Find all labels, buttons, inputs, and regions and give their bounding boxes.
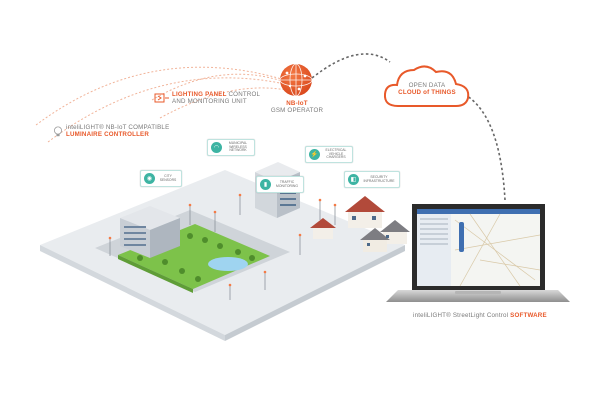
link-to-cloud <box>311 53 391 79</box>
software-caption-prefix: inteliLIGHT® StreetLight Control <box>413 312 511 319</box>
cloud-label: OPEN DATA CLOUD of THINGS <box>386 82 468 96</box>
cloud-label-line2: CLOUD of THINGS <box>398 89 456 97</box>
cloud-label-line1: OPEN DATA <box>408 82 446 89</box>
callout-ev: ⚡ ELECTRICAL VEHICLE CHARGERS <box>305 146 353 163</box>
laptop <box>386 204 570 302</box>
nbiot-subtitle: GSM OPERATOR <box>270 107 324 115</box>
wifi-icon: ◠ <box>211 142 222 153</box>
signal-arcs <box>35 66 287 143</box>
callout-security-text: SECURITY INFRASTRUCTURE <box>363 174 395 183</box>
globe-network-icon <box>279 63 313 97</box>
residential-houses <box>310 196 410 252</box>
callout-city-sensors: ◉ CITY SENSORS <box>140 170 182 187</box>
office-building-left <box>120 206 180 258</box>
nbiot-title: NB-IoT <box>286 100 308 107</box>
cloud-icon <box>383 65 470 107</box>
light-bulb-icon <box>54 126 62 137</box>
lighting-panel-icon <box>154 93 169 103</box>
sensor-icon: ◉ <box>144 173 155 184</box>
luminaire-controller-label: inteliLIGHT® NB-IoT COMPATIBLE LUMINAIRE… <box>66 124 169 138</box>
luminaire-label-line1: inteliLIGHT® NB-IoT COMPATIBLE <box>66 124 170 131</box>
software-caption-bold: SOFTWARE <box>510 312 547 319</box>
ev-charger-icon: ⚡ <box>309 149 320 160</box>
panel-label-bold: LIGHTING PANEL <box>172 91 227 98</box>
callout-wireless-text: MUNICIPAL WIRELESS NETWORK <box>228 141 248 153</box>
callout-traffic-text: TRAFFIC MONITORING <box>276 179 298 188</box>
nbiot-label: NB-IoT GSM OPERATOR <box>262 100 332 114</box>
panel-label-rest: CONTROL <box>226 91 261 98</box>
callout-ev-text: ELECTRICAL VEHICLE CHARGERS <box>325 148 347 160</box>
camera-icon: ◧ <box>348 174 359 185</box>
lighting-panel-label: LIGHTING PANEL CONTROL AND MONITORING UN… <box>172 91 260 105</box>
luminaire-label-line2: LUMINAIRE CONTROLLER <box>66 131 150 139</box>
software-caption: inteliLIGHT® StreetLight Control SOFTWAR… <box>413 312 547 319</box>
street-lamps <box>109 195 336 300</box>
callout-city-sensors-text: CITY SENSORS <box>159 173 177 182</box>
link-to-software <box>459 91 506 201</box>
traffic-light-icon: ▮ <box>260 179 271 190</box>
panel-label-line2: AND MONITORING UNIT <box>172 98 247 106</box>
callout-security: ◧ SECURITY INFRASTRUCTURE <box>344 171 400 188</box>
callout-traffic: ▮ TRAFFIC MONITORING <box>256 176 304 193</box>
callout-wireless: ◠ MUNICIPAL WIRELESS NETWORK <box>207 139 255 156</box>
